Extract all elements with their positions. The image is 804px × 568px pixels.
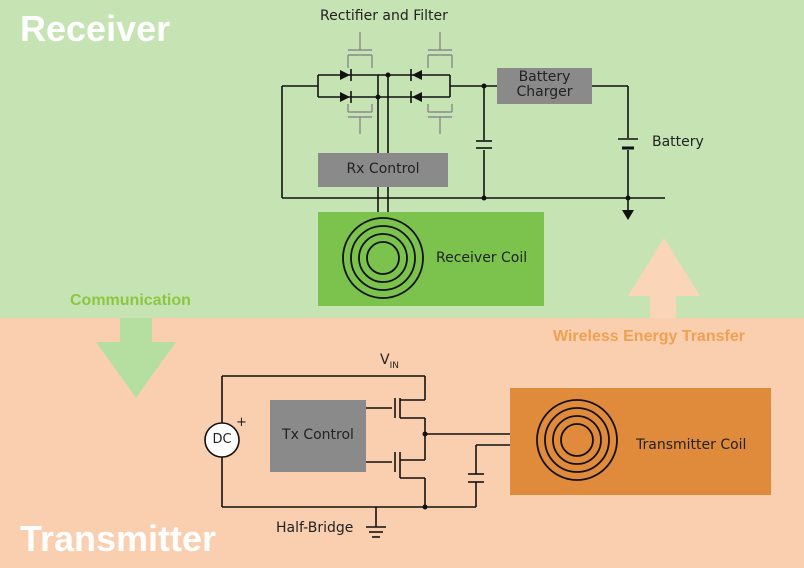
rx-control-label: Rx Control	[346, 161, 420, 177]
vin-sub: IN	[389, 360, 399, 371]
receiver-coil-label: Receiver Coil	[436, 250, 528, 266]
battery-charger-label: Battery Charger	[497, 70, 592, 100]
rectifier-filter-label: Rectifier and Filter	[320, 8, 448, 24]
tx-control-box	[270, 400, 366, 472]
communication-arrow	[96, 318, 176, 398]
dc-label: DC	[212, 432, 232, 447]
dc-plus-label: +	[236, 415, 247, 430]
battery-label: Battery	[652, 134, 704, 150]
receiver-coil	[342, 217, 424, 299]
battery-symbol	[618, 138, 638, 150]
wireless-energy-label: Wireless Energy Transfer	[553, 328, 745, 345]
filter-capacitor	[476, 140, 492, 149]
tx-junctions	[422, 431, 428, 510]
series-capacitor	[468, 473, 484, 483]
ground-symbol	[366, 526, 386, 538]
dc-source	[204, 422, 240, 458]
half-bridge-label: Half-Bridge	[276, 520, 354, 536]
rectifier-diodes	[340, 69, 422, 103]
transmitter-coil	[536, 399, 618, 481]
junctions	[375, 72, 631, 201]
rx-control-box	[318, 153, 448, 187]
vin-label: VIN	[380, 352, 399, 371]
transmitter-coil-label: Transmitter Coil	[636, 437, 747, 453]
battery-charger-line1: Battery	[518, 69, 571, 85]
tx-control-label: Tx Control	[282, 427, 354, 443]
communication-label: Communication	[70, 292, 191, 309]
wireless-energy-arrow	[628, 238, 700, 318]
transmitter-title: Transmitter	[20, 518, 217, 559]
vin-main: V	[380, 352, 390, 368]
ground-arrow	[622, 210, 634, 220]
sync-rectifier-fets	[347, 32, 453, 134]
receiver-title: Receiver	[20, 8, 171, 49]
battery-charger-line2: Charger	[516, 84, 573, 100]
battery-charger-box	[497, 68, 592, 104]
